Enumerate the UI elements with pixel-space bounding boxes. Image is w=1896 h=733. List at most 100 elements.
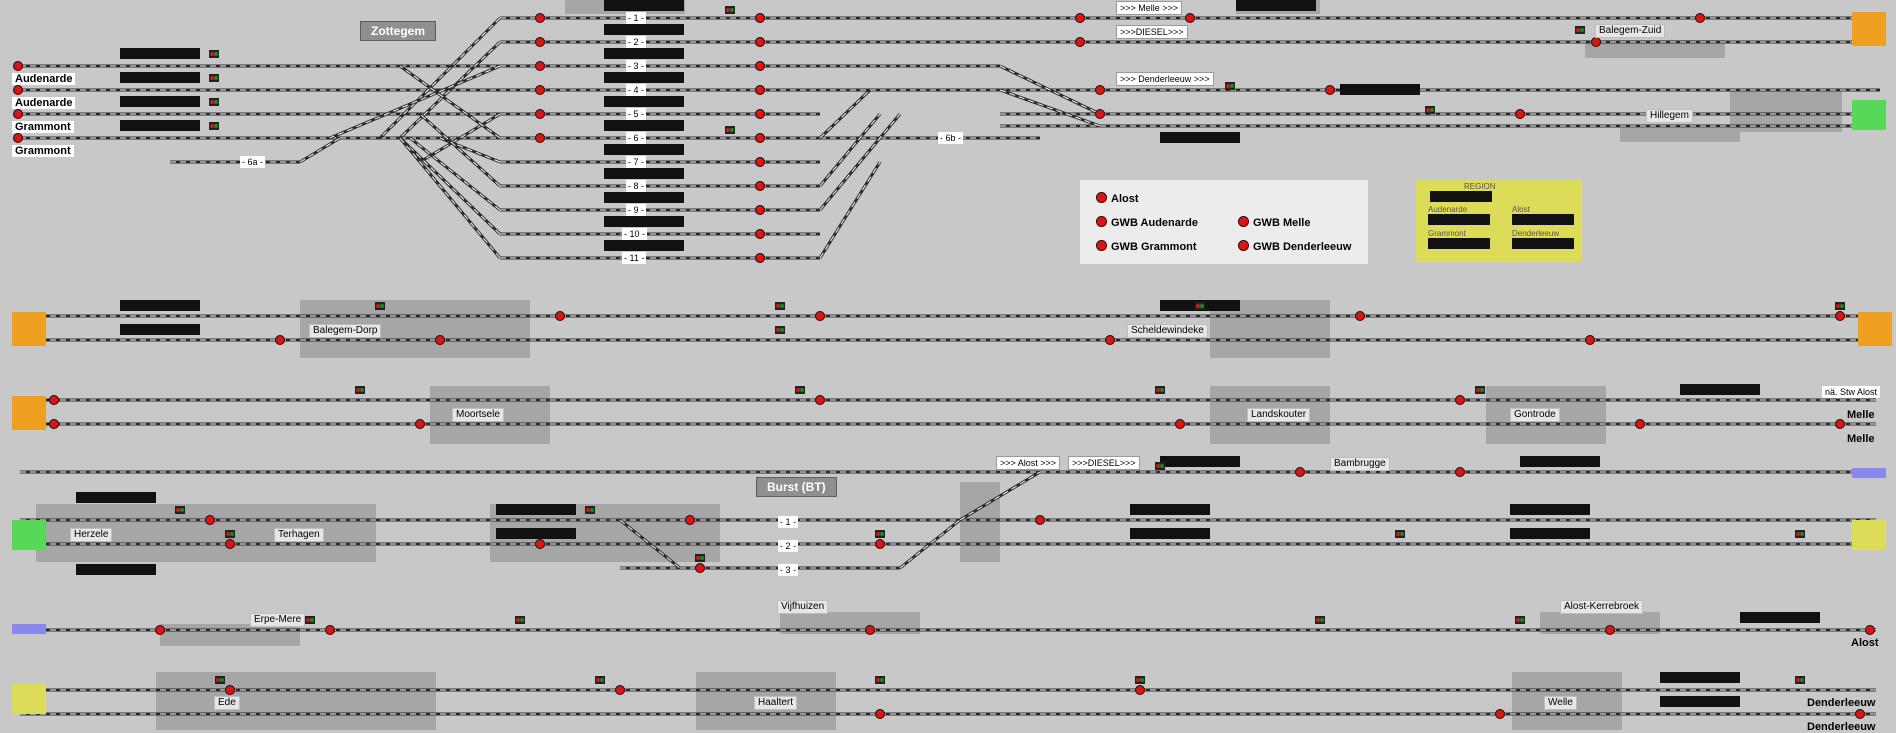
block-marker-orange[interactable] bbox=[1858, 312, 1892, 346]
signal-icon[interactable] bbox=[1295, 467, 1305, 477]
signal-icon[interactable] bbox=[755, 157, 765, 167]
train-number-display[interactable] bbox=[1340, 84, 1420, 95]
signal-icon[interactable] bbox=[13, 109, 23, 119]
train-number-display[interactable] bbox=[604, 72, 684, 83]
signal-icon[interactable] bbox=[815, 311, 825, 321]
signal-icon[interactable] bbox=[1495, 709, 1505, 719]
signal-icon[interactable] bbox=[1075, 37, 1085, 47]
train-number-display[interactable] bbox=[1680, 384, 1760, 395]
signal-icon[interactable] bbox=[1185, 13, 1195, 23]
train-number-display[interactable] bbox=[496, 504, 576, 515]
train-number-display[interactable] bbox=[1510, 528, 1590, 539]
signal-icon[interactable] bbox=[755, 229, 765, 239]
signal-icon[interactable] bbox=[13, 133, 23, 143]
signal-icon[interactable] bbox=[755, 37, 765, 47]
signal-icon[interactable] bbox=[415, 419, 425, 429]
signal-icon[interactable] bbox=[13, 61, 23, 71]
train-number-display[interactable] bbox=[76, 564, 156, 575]
signal-icon[interactable] bbox=[1515, 109, 1525, 119]
block-marker-blue[interactable] bbox=[1852, 468, 1886, 478]
signal-icon[interactable] bbox=[755, 133, 765, 143]
signal-icon[interactable] bbox=[1175, 419, 1185, 429]
train-number-display[interactable] bbox=[604, 240, 684, 251]
signal-icon[interactable] bbox=[435, 335, 445, 345]
train-number-display[interactable] bbox=[1510, 504, 1590, 515]
train-number-display[interactable] bbox=[1740, 612, 1820, 623]
signal-icon[interactable] bbox=[1355, 311, 1365, 321]
legend-item-gwb-denderleeuw[interactable]: GWB Denderleeuw bbox=[1238, 240, 1351, 253]
signal-icon[interactable] bbox=[1835, 311, 1845, 321]
signal-icon[interactable] bbox=[49, 395, 59, 405]
signal-icon[interactable] bbox=[755, 205, 765, 215]
signal-icon[interactable] bbox=[1035, 515, 1045, 525]
train-number-display[interactable] bbox=[1160, 132, 1240, 143]
signal-icon[interactable] bbox=[275, 335, 285, 345]
signal-icon[interactable] bbox=[555, 311, 565, 321]
signal-icon[interactable] bbox=[1455, 395, 1465, 405]
train-number-display[interactable] bbox=[604, 48, 684, 59]
signal-icon[interactable] bbox=[1855, 709, 1865, 719]
block-marker-yellow[interactable] bbox=[1852, 520, 1886, 550]
signal-icon[interactable] bbox=[875, 709, 885, 719]
train-number-display[interactable] bbox=[1660, 672, 1740, 683]
signal-icon[interactable] bbox=[865, 625, 875, 635]
train-number-display[interactable] bbox=[1520, 456, 1600, 467]
legend-item-gwb-audenarde[interactable]: GWB Audenarde bbox=[1096, 216, 1198, 229]
train-number-display[interactable] bbox=[1236, 0, 1316, 11]
signal-icon[interactable] bbox=[325, 625, 335, 635]
signal-icon[interactable] bbox=[1635, 419, 1645, 429]
signal-icon[interactable] bbox=[1585, 335, 1595, 345]
signal-icon[interactable] bbox=[755, 181, 765, 191]
signal-icon[interactable] bbox=[1865, 625, 1875, 635]
train-number-display[interactable] bbox=[496, 528, 576, 539]
signal-icon[interactable] bbox=[1075, 13, 1085, 23]
signal-icon[interactable] bbox=[225, 685, 235, 695]
signal-icon[interactable] bbox=[535, 109, 545, 119]
signal-icon[interactable] bbox=[1455, 467, 1465, 477]
legend-item-alost[interactable]: Alost bbox=[1096, 192, 1139, 205]
train-number-display[interactable] bbox=[604, 120, 684, 131]
signal-icon[interactable] bbox=[205, 515, 215, 525]
train-number-display[interactable] bbox=[120, 300, 200, 311]
signal-icon[interactable] bbox=[875, 539, 885, 549]
signal-icon[interactable] bbox=[13, 85, 23, 95]
signal-icon[interactable] bbox=[225, 539, 235, 549]
train-number-display[interactable] bbox=[604, 24, 684, 35]
signal-icon[interactable] bbox=[535, 133, 545, 143]
signal-icon[interactable] bbox=[815, 395, 825, 405]
block-marker-green[interactable] bbox=[1852, 100, 1886, 130]
train-number-display[interactable] bbox=[120, 96, 200, 107]
signal-icon[interactable] bbox=[615, 685, 625, 695]
signal-icon[interactable] bbox=[535, 85, 545, 95]
signal-icon[interactable] bbox=[685, 515, 695, 525]
signal-icon[interactable] bbox=[755, 13, 765, 23]
signal-icon[interactable] bbox=[535, 13, 545, 23]
signal-icon[interactable] bbox=[755, 85, 765, 95]
train-number-display[interactable] bbox=[604, 168, 684, 179]
signal-icon[interactable] bbox=[155, 625, 165, 635]
train-number-display[interactable] bbox=[1130, 528, 1210, 539]
signal-icon[interactable] bbox=[535, 61, 545, 71]
train-number-display[interactable] bbox=[120, 120, 200, 131]
train-number-display[interactable] bbox=[604, 192, 684, 203]
train-number-display[interactable] bbox=[1160, 456, 1240, 467]
signal-icon[interactable] bbox=[755, 253, 765, 263]
signal-icon[interactable] bbox=[755, 109, 765, 119]
legend-item-gwb-melle[interactable]: GWB Melle bbox=[1238, 216, 1310, 229]
signal-icon[interactable] bbox=[1695, 13, 1705, 23]
train-number-display[interactable] bbox=[604, 216, 684, 227]
legend-item-gwb-grammont[interactable]: GWB Grammont bbox=[1096, 240, 1197, 253]
train-number-display[interactable] bbox=[1660, 696, 1740, 707]
block-marker-orange[interactable] bbox=[12, 396, 46, 430]
signal-icon[interactable] bbox=[1835, 419, 1845, 429]
block-marker-green[interactable] bbox=[12, 520, 46, 550]
signal-icon[interactable] bbox=[1591, 37, 1601, 47]
signal-icon[interactable] bbox=[695, 563, 705, 573]
signal-icon[interactable] bbox=[535, 37, 545, 47]
signal-icon[interactable] bbox=[1605, 625, 1615, 635]
train-number-display[interactable] bbox=[1130, 504, 1210, 515]
train-number-display[interactable] bbox=[604, 0, 684, 11]
train-number-display[interactable] bbox=[120, 72, 200, 83]
signal-icon[interactable] bbox=[1325, 85, 1335, 95]
train-number-display[interactable] bbox=[120, 48, 200, 59]
